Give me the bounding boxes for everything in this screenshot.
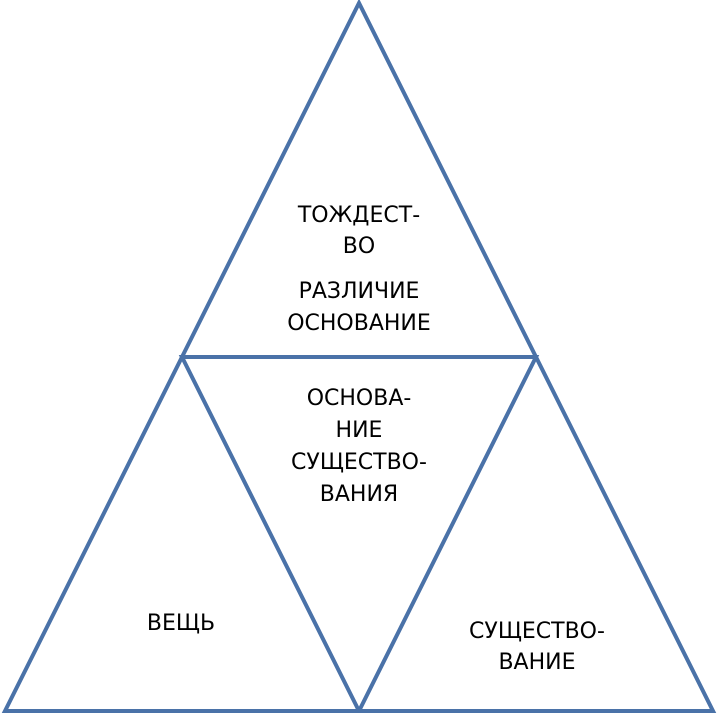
label-top-4: ОСНОВАНИЕ: [287, 311, 431, 336]
label-left-1: ВЕЩЬ: [147, 611, 215, 636]
label-top-1: ТОЖДЕСТ-: [297, 203, 420, 228]
label-center-4: ВАНИЯ: [320, 482, 398, 507]
label-center-2: НИЕ: [336, 418, 383, 443]
label-right-1: СУЩЕСТВО-: [469, 619, 605, 644]
label-right-2: ВАНИЕ: [498, 650, 575, 675]
label-top-3: РАЗЛИЧИЕ: [299, 279, 420, 304]
label-top-2: ВО: [343, 234, 375, 259]
inner-inverted-triangle: [178, 355, 540, 713]
label-center-1: ОСНОВА-: [307, 386, 412, 411]
label-center-3: СУЩЕСТВО-: [291, 450, 427, 475]
